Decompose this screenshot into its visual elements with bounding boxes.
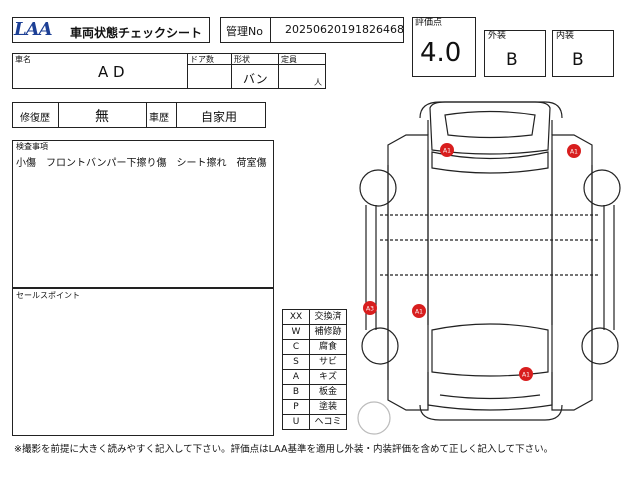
footer-note: ※撮影を前提に大きく読みやすく記入して下さい。評価点はLAA基準を適用し外装・内… <box>14 444 554 455</box>
inspection-box <box>12 140 274 288</box>
inspection-label: 検査事項 <box>16 142 48 151</box>
damage-marker: A1 <box>412 304 426 318</box>
vehicle-name-label: 車名 <box>15 55 31 64</box>
score-value: 4.0 <box>420 38 462 68</box>
interior-label: 内装 <box>556 31 575 41</box>
capacity-unit: 人 <box>314 78 322 87</box>
damage-marker-label: A1 <box>570 149 578 156</box>
damage-marker: A1 <box>567 144 581 158</box>
shape-label: 形状 <box>234 55 250 64</box>
damage-marker: A3 <box>363 301 377 315</box>
legend-meaning: 交換済 <box>309 309 347 325</box>
damage-marker-label: A3 <box>366 306 374 313</box>
interior-grade: B <box>572 50 584 70</box>
usage-value: 自家用 <box>201 110 238 124</box>
vehicle-info-box <box>12 53 326 89</box>
score-box <box>412 17 476 77</box>
exterior-label: 外装 <box>488 31 507 41</box>
exterior-grade: B <box>506 50 518 70</box>
shape-value: バン <box>243 72 268 86</box>
damage-marker-label: A1 <box>522 372 530 379</box>
damage-marker-label: A1 <box>415 309 423 316</box>
damage-marker: A1 <box>519 367 533 381</box>
header-title-box <box>12 17 210 43</box>
score-label: 評価点 <box>415 18 443 28</box>
history-box <box>12 102 266 128</box>
doors-label: ドア数 <box>190 55 214 64</box>
legend-meaning: ヘコミ <box>309 414 347 430</box>
repair-history-value: 無 <box>95 109 109 125</box>
repair-history-label: 修復歴 <box>20 113 50 124</box>
exterior-box <box>484 30 546 77</box>
damage-marker-label: A1 <box>443 148 451 155</box>
sheet-title: 車両状態チェックシート <box>70 26 203 40</box>
usage-label: 車歴 <box>149 113 169 124</box>
damage-marker: A1 <box>440 143 454 157</box>
laa-logo: LAA <box>14 19 53 40</box>
management-label: 管理No <box>226 25 263 38</box>
sales-point-box <box>12 288 274 436</box>
interior-box <box>552 30 614 77</box>
capacity-label: 定員 <box>281 55 297 64</box>
inspection-text: 小傷 フロントバンパー下擦り傷 シート擦れ 荷室傷 <box>16 158 267 169</box>
vehicle-name: A D <box>98 63 125 81</box>
management-number: 20250620191826468 <box>285 23 404 36</box>
management-number-box <box>220 17 404 43</box>
sales-point-label: セールスポイント <box>16 291 80 300</box>
